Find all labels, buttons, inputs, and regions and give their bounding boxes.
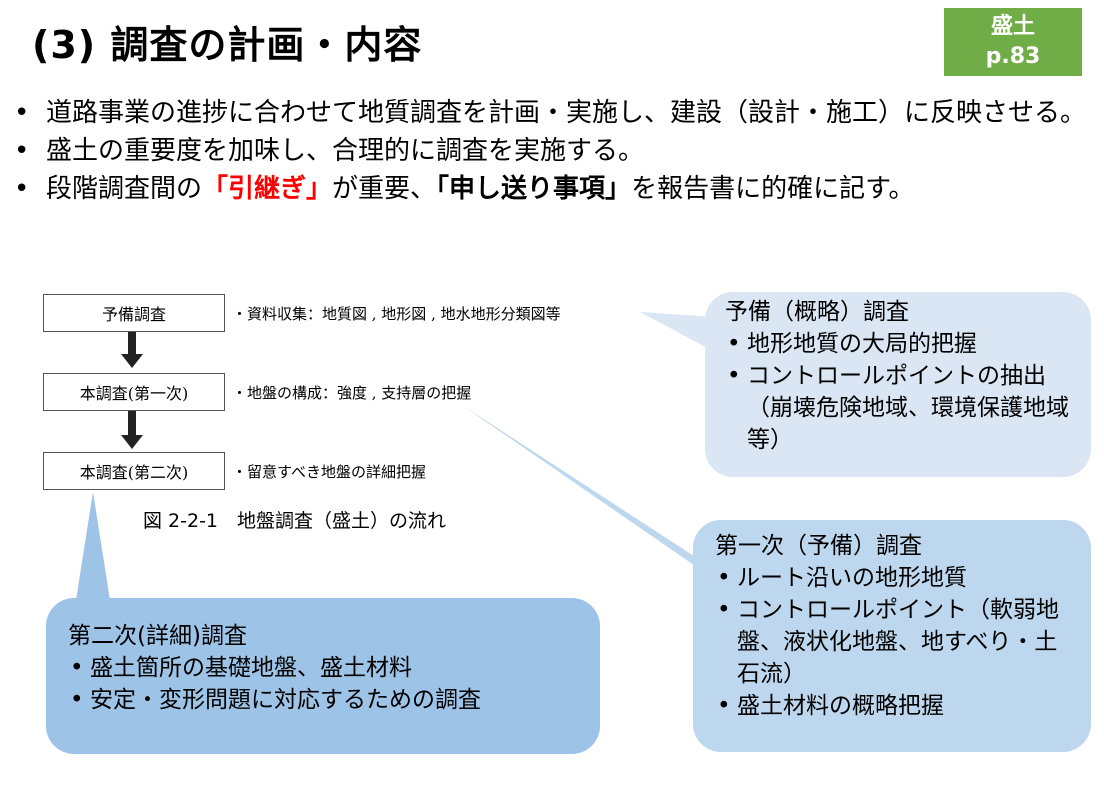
bullet-text: 盛土の重要度を加味し、合理的に調査を実施する。 — [46, 136, 645, 166]
flow-step-preliminary: 予備調査 — [43, 294, 225, 332]
callout-item: 盛土箇所の基礎地盤、盛土材料 — [68, 652, 580, 684]
figure-caption: 図 2-2-1 地盤調査（盛土）の流れ — [143, 510, 447, 532]
callout-second: 第二次(詳細)調査 盛土箇所の基礎地盤、盛土材料 安定・変形問題に対応するための… — [46, 598, 600, 754]
bullet-item: 盛土の重要度を加味し、合理的に調査を実施する。 — [14, 132, 1086, 170]
callout-tail-3 — [76, 492, 110, 600]
flow-step-first: 本調査(第一次) — [43, 373, 225, 411]
reference-badge: 盛土 p.83 — [944, 8, 1082, 76]
badge-page: p.83 — [985, 44, 1041, 69]
flow-note-second: ・留意すべき地盤の詳細把握 — [232, 463, 426, 481]
callout-item: コントロールポイント（軟弱地盤、液状化地盤、地すべり・土石流） — [715, 594, 1071, 690]
callout-preliminary: 予備（概略）調査 地形地質の大局的把握 コントロールポイントの抽出（崩壊危険地域… — [705, 292, 1091, 477]
callout-item: 地形地質の大局的把握 — [725, 328, 1071, 360]
badge-category: 盛土 — [990, 14, 1035, 39]
callout-title: 第二次(詳細)調査 — [68, 623, 247, 649]
callout-first: 第一次（予備）調査 ルート沿いの地形地質 コントロールポイント（軟弱地盤、液状化… — [693, 520, 1091, 752]
callout-item: ルート沿いの地形地質 — [715, 562, 1071, 594]
highlight-notes: 「申し送り事項」 — [436, 174, 632, 204]
callout-item: 安定・変形問題に対応するための調査 — [68, 684, 580, 716]
callout-title: 第一次（予備）調査 — [715, 533, 922, 559]
callout-tail-2 — [462, 405, 730, 590]
page-title: (3) 調査の計画・内容 — [32, 23, 423, 67]
flow-note-preliminary: ・資料収集：地質図 , 地形図 , 地水地形分類図等 — [232, 305, 561, 323]
bullet-item: 道路事業の進捗に合わせて地質調査を計画・実施し、建設（設計・施工）に反映させる。 — [14, 94, 1086, 132]
callout-item: コントロールポイントの抽出（崩壊危険地域、環境保護地域等） — [725, 360, 1071, 456]
callout-title: 予備（概略）調査 — [725, 299, 909, 325]
highlight-handover: 「引継ぎ」 — [202, 174, 333, 204]
flow-step-second: 本調査(第二次) — [43, 452, 225, 490]
bullet-text: が重要、 — [332, 174, 437, 204]
bullet-text: を報告書に的確に記す。 — [631, 174, 915, 204]
bullet-text: 道路事業の進捗に合わせて地質調査を計画・実施し、建設（設計・施工）に反映させる。 — [46, 98, 1087, 128]
flow-note-first: ・地盤の構成：強度 , 支持層の把握 — [232, 384, 472, 402]
bullet-item: 段階調査間の「引継ぎ」が重要、「申し送り事項」を報告書に的確に記す。 — [14, 170, 1086, 208]
callout-item: 盛土材料の概略把握 — [715, 690, 1071, 722]
summary-bullets: 道路事業の進捗に合わせて地質調査を計画・実施し、建設（設計・施工）に反映させる。… — [14, 94, 1086, 208]
bullet-text: 段階調査間の — [46, 174, 203, 204]
